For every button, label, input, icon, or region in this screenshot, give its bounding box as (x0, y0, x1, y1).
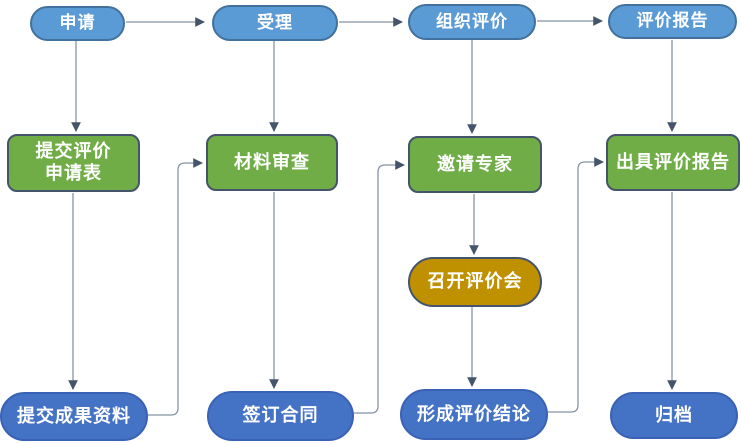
node-meeting: 召开评价会 (408, 257, 542, 307)
node-issue: 出具评价报告 (606, 134, 740, 191)
node-contract: 签订合同 (207, 391, 354, 441)
node-invite: 邀请专家 (408, 136, 542, 193)
connector-conclusion-to-issue (548, 157, 604, 413)
node-submit-form: 提交评价 申请表 (7, 134, 140, 192)
node-organize: 组织评价 (408, 4, 536, 40)
node-apply: 申请 (30, 6, 125, 41)
node-archive: 归档 (610, 392, 738, 439)
node-submit-materials: 提交成果资料 (0, 392, 148, 441)
connector-contract-to-invite (354, 160, 405, 414)
node-accept: 受理 (212, 5, 338, 41)
connector-submit-materials-to-review (148, 158, 203, 416)
node-review: 材料审查 (206, 134, 338, 191)
node-report: 评价报告 (608, 4, 737, 39)
node-conclusion: 形成评价结论 (400, 389, 548, 440)
